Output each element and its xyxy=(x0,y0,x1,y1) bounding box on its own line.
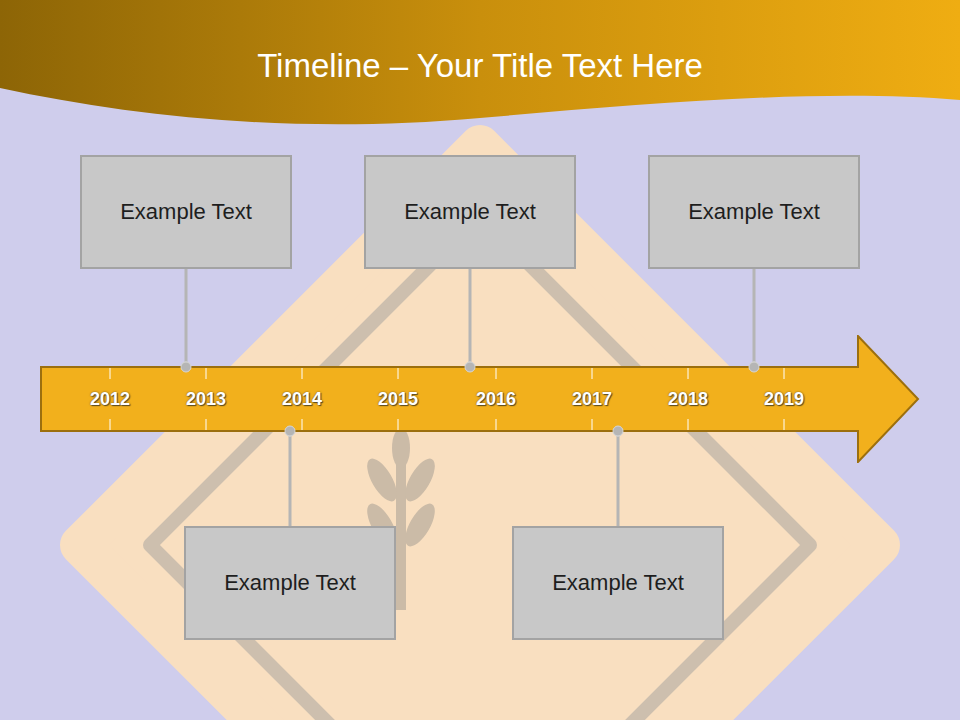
sign-diamond xyxy=(80,145,880,720)
tick-mark xyxy=(110,419,111,430)
tick-mark xyxy=(496,368,497,379)
leader-connector xyxy=(613,426,623,526)
event-box: Example Text xyxy=(364,155,576,269)
connector-dot xyxy=(613,426,623,436)
year-label: 2013 xyxy=(171,388,241,410)
connector-line xyxy=(753,269,756,367)
year-label: 2012 xyxy=(75,388,145,410)
connector-dot xyxy=(465,362,475,372)
leader-connector xyxy=(749,269,759,372)
event-box: Example Text xyxy=(184,526,396,640)
header-band xyxy=(0,0,960,124)
wheat-leaf xyxy=(399,499,440,551)
event-box: Example Text xyxy=(512,526,724,640)
leader-connector xyxy=(285,426,295,526)
event-text: Example Text xyxy=(688,198,820,226)
tick-mark xyxy=(688,368,689,379)
tick-mark xyxy=(784,368,785,379)
leader-connector xyxy=(181,269,191,372)
text-holder: Example Text xyxy=(688,198,820,226)
connector-line xyxy=(469,269,472,367)
year-label: 2018 xyxy=(653,388,723,410)
connector-dot xyxy=(181,362,191,372)
event-box: Example Text xyxy=(80,155,292,269)
connector-dot xyxy=(285,426,295,436)
tick-mark xyxy=(206,368,207,379)
year-label: 2017 xyxy=(557,388,627,410)
wheat-leaf xyxy=(392,428,410,468)
tick-mark xyxy=(302,419,303,430)
event-box: Example Text xyxy=(648,155,860,269)
tick-mark xyxy=(688,419,689,430)
arrow-body xyxy=(41,336,918,462)
year-label: 2014 xyxy=(267,388,337,410)
tick-mark xyxy=(398,368,399,379)
slide-title: Timeline – Your Title Text Here xyxy=(0,44,960,88)
tick-mark xyxy=(110,368,111,379)
tick-mark xyxy=(206,419,207,430)
sign-border xyxy=(150,215,810,720)
connector-dot xyxy=(749,362,759,372)
year-label: 2016 xyxy=(461,388,531,410)
text-holder: Example Text xyxy=(404,198,536,226)
connector-line xyxy=(185,269,188,367)
year-label: 2015 xyxy=(363,388,433,410)
text-holder: Example Text xyxy=(224,569,356,597)
text-holder: Example Text xyxy=(552,569,684,597)
connector-line xyxy=(289,431,292,526)
tick-mark xyxy=(302,368,303,379)
tick-mark xyxy=(784,419,785,430)
leader-connector xyxy=(465,269,475,372)
event-text: Example Text xyxy=(120,198,252,226)
tick-mark xyxy=(398,419,399,430)
event-text: Example Text xyxy=(224,569,356,597)
year-label: 2019 xyxy=(749,388,819,410)
event-text: Example Text xyxy=(404,198,536,226)
tick-mark xyxy=(592,368,593,379)
text-holder: Example Text xyxy=(120,198,252,226)
tick-mark xyxy=(592,419,593,430)
connector-line xyxy=(617,431,620,526)
tick-mark xyxy=(496,419,497,430)
event-text: Example Text xyxy=(552,569,684,597)
timeline-arrow: 2012 2013 2014 2015 2016 2017 2018 2019 xyxy=(40,335,920,463)
